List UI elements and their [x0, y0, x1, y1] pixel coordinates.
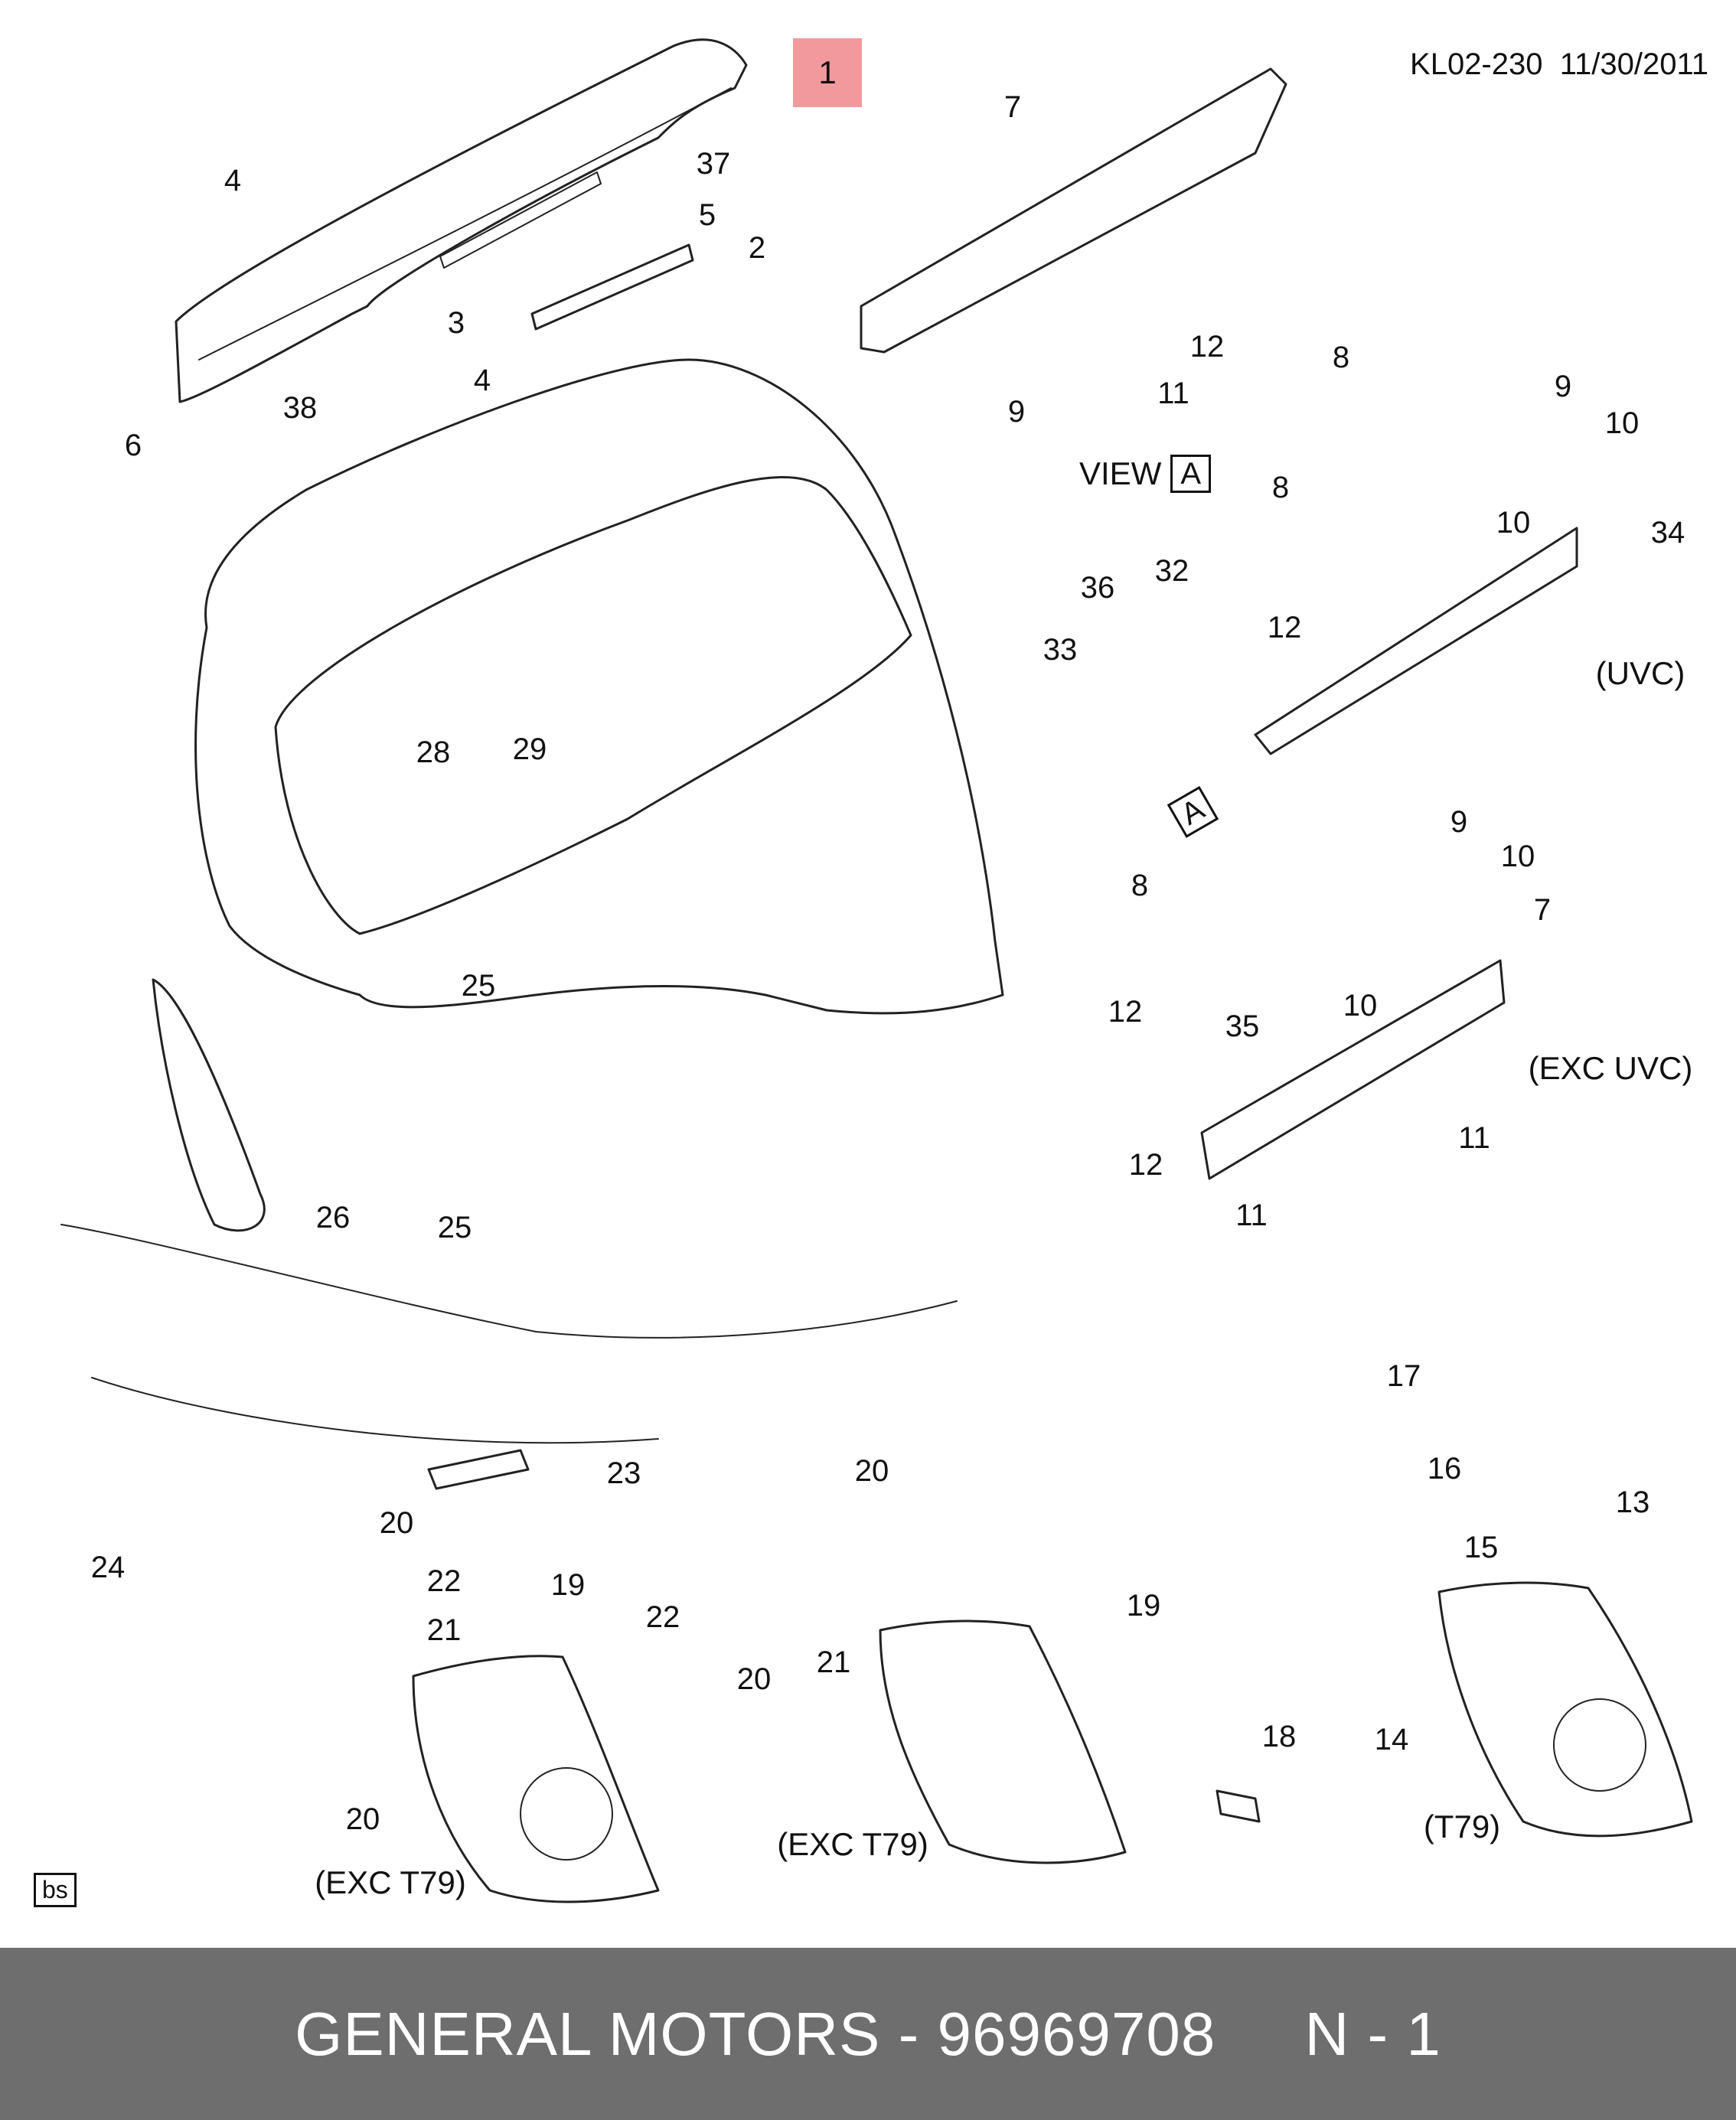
callout: 22 — [645, 1600, 680, 1634]
footer-brand: GENERAL MOTORS — [295, 1999, 881, 2068]
callout: 23 — [606, 1456, 641, 1490]
callout: 8 — [1271, 471, 1290, 504]
callout: 12 — [1128, 1148, 1163, 1182]
callout: 8 — [1131, 869, 1149, 902]
corner-tag: bs — [34, 1873, 77, 1908]
callout: 3 — [447, 306, 465, 340]
callout: 10 — [1496, 506, 1531, 540]
callout: 13 — [1615, 1486, 1650, 1519]
callout: 20 — [854, 1454, 889, 1488]
callout: 2 — [748, 231, 766, 265]
footer-text: GENERAL MOTORS - 96969708 N - 1 — [295, 1999, 1441, 2069]
applique-exc-uvc-shape — [1200, 959, 1506, 1180]
callout: 19 — [1126, 1589, 1161, 1623]
callout: 9 — [1007, 395, 1026, 429]
callout: 21 — [426, 1613, 462, 1647]
callout: 11 — [1157, 377, 1189, 410]
callout: 7 — [1003, 90, 1022, 124]
parts-diagram: 1 KL02-230 11/30/2011 VIEW A A (UVC) (EX… — [34, 38, 1708, 1908]
callout: 9 — [1554, 370, 1572, 403]
footer-bar: GENERAL MOTORS - 96969708 N - 1 — [0, 1948, 1736, 2120]
callout: 7 — [1533, 893, 1552, 927]
callout: 11 — [1235, 1199, 1268, 1232]
callout: 20 — [736, 1662, 772, 1696]
callout: 8 — [1332, 341, 1350, 374]
callout: 11 — [1458, 1121, 1490, 1155]
diagram-linework — [60, 38, 1693, 1903]
callout: 16 — [1427, 1452, 1462, 1486]
callout: 18 — [1261, 1720, 1297, 1753]
applique-top-shape — [860, 67, 1287, 354]
highlight-box — [793, 38, 862, 107]
callout: 10 — [1500, 840, 1535, 873]
callout: 9 — [1450, 805, 1468, 839]
footer-page: N - 1 — [1304, 1999, 1441, 2068]
callout: 33 — [1043, 633, 1078, 667]
footer-part-number: 96969708 — [937, 1999, 1216, 2068]
tail-lamp-center-shape — [879, 1619, 1127, 1864]
callout: 25 — [461, 969, 496, 1003]
callout: 38 — [282, 391, 318, 425]
applique-uvc-shape — [1254, 527, 1578, 755]
callout: 15 — [1464, 1531, 1499, 1564]
callout: 21 — [816, 1645, 851, 1679]
callout: 20 — [379, 1506, 414, 1540]
callout: 12 — [1189, 330, 1225, 364]
callout: 36 — [1080, 571, 1115, 605]
callout: 4 — [224, 164, 242, 197]
callout: 26 — [315, 1201, 351, 1234]
callout: 12 — [1108, 995, 1143, 1029]
callout: 4 — [473, 364, 491, 397]
view-a-label: VIEW A — [1079, 455, 1212, 493]
callout: 35 — [1225, 1009, 1260, 1043]
callout: 28 — [416, 735, 451, 769]
view-text: VIEW — [1079, 455, 1162, 491]
callout: 10 — [1343, 989, 1378, 1022]
tail-lamp-right-shape — [1437, 1581, 1693, 1838]
callout: 10 — [1604, 406, 1640, 440]
callout: 19 — [550, 1568, 586, 1602]
stop-lamp-shape — [530, 243, 694, 331]
callout: 29 — [512, 732, 547, 766]
callout: 5 — [698, 198, 716, 232]
callout: 34 — [1650, 516, 1685, 550]
drawing-date: 11/30/2011 — [1559, 47, 1708, 81]
callout: 12 — [1267, 611, 1302, 644]
note-exc-t79-left: (EXC T79) — [315, 1864, 466, 1900]
callout: 22 — [426, 1564, 462, 1598]
callout: 24 — [90, 1551, 126, 1584]
drawing-id: KL02-230 — [1410, 47, 1543, 81]
note-uvc: (UVC) — [1595, 655, 1685, 691]
note-exc-uvc: (EXC UVC) — [1528, 1050, 1693, 1086]
callout: 20 — [345, 1802, 380, 1836]
note-exc-t79-center: (EXC T79) — [777, 1826, 928, 1862]
callout-highlighted: 1 — [818, 54, 837, 90]
footer-separator: - — [898, 1999, 920, 2068]
callout: 37 — [696, 147, 731, 181]
drawing-header: KL02-230 11/30/2011 — [1410, 47, 1708, 82]
liftgate-shape — [194, 358, 1004, 1015]
callout: 6 — [124, 429, 142, 462]
callout: 32 — [1154, 554, 1189, 588]
note-t79: (T79) — [1423, 1809, 1501, 1844]
spoiler-shape — [175, 38, 748, 403]
rear-window-shape — [274, 475, 912, 935]
callout: 14 — [1374, 1723, 1409, 1756]
callout: 17 — [1386, 1359, 1421, 1393]
callout: 25 — [437, 1211, 472, 1244]
view-box: A — [1170, 455, 1212, 493]
